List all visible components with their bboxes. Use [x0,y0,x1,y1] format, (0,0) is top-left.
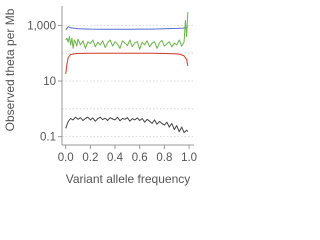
y-axis-title: Observed theta per Mb [3,8,17,131]
x-tick-label: 0.2 [82,152,98,164]
series-line-1 [65,26,189,31]
chart: 0.1 10 1,000 0.0 0.2 0.4 0.6 0.8 1.0 Variant all… [3,6,197,186]
series-line-4 [65,116,189,134]
x-tick-label: 0.8 [156,152,172,164]
x-tick-label: 0.0 [58,152,74,164]
series-layer [65,12,189,134]
series-line-2 [65,52,189,74]
x-tick-label: 1.0 [181,152,197,164]
y-tick-label: 0.1 [40,132,56,144]
series-line-3 [65,12,189,50]
y-tick-label: 10 [43,76,56,88]
x-tick-label: 0.4 [107,152,124,164]
axes [58,6,194,149]
tick-labels: 0.1 10 1,000 0.0 0.2 0.4 0.6 0.8 1.0 [27,20,197,164]
y-tick-label: 1,000 [27,20,56,32]
x-tick-label: 0.6 [132,152,148,164]
x-axis-title: Variant allele frequency [66,172,191,186]
